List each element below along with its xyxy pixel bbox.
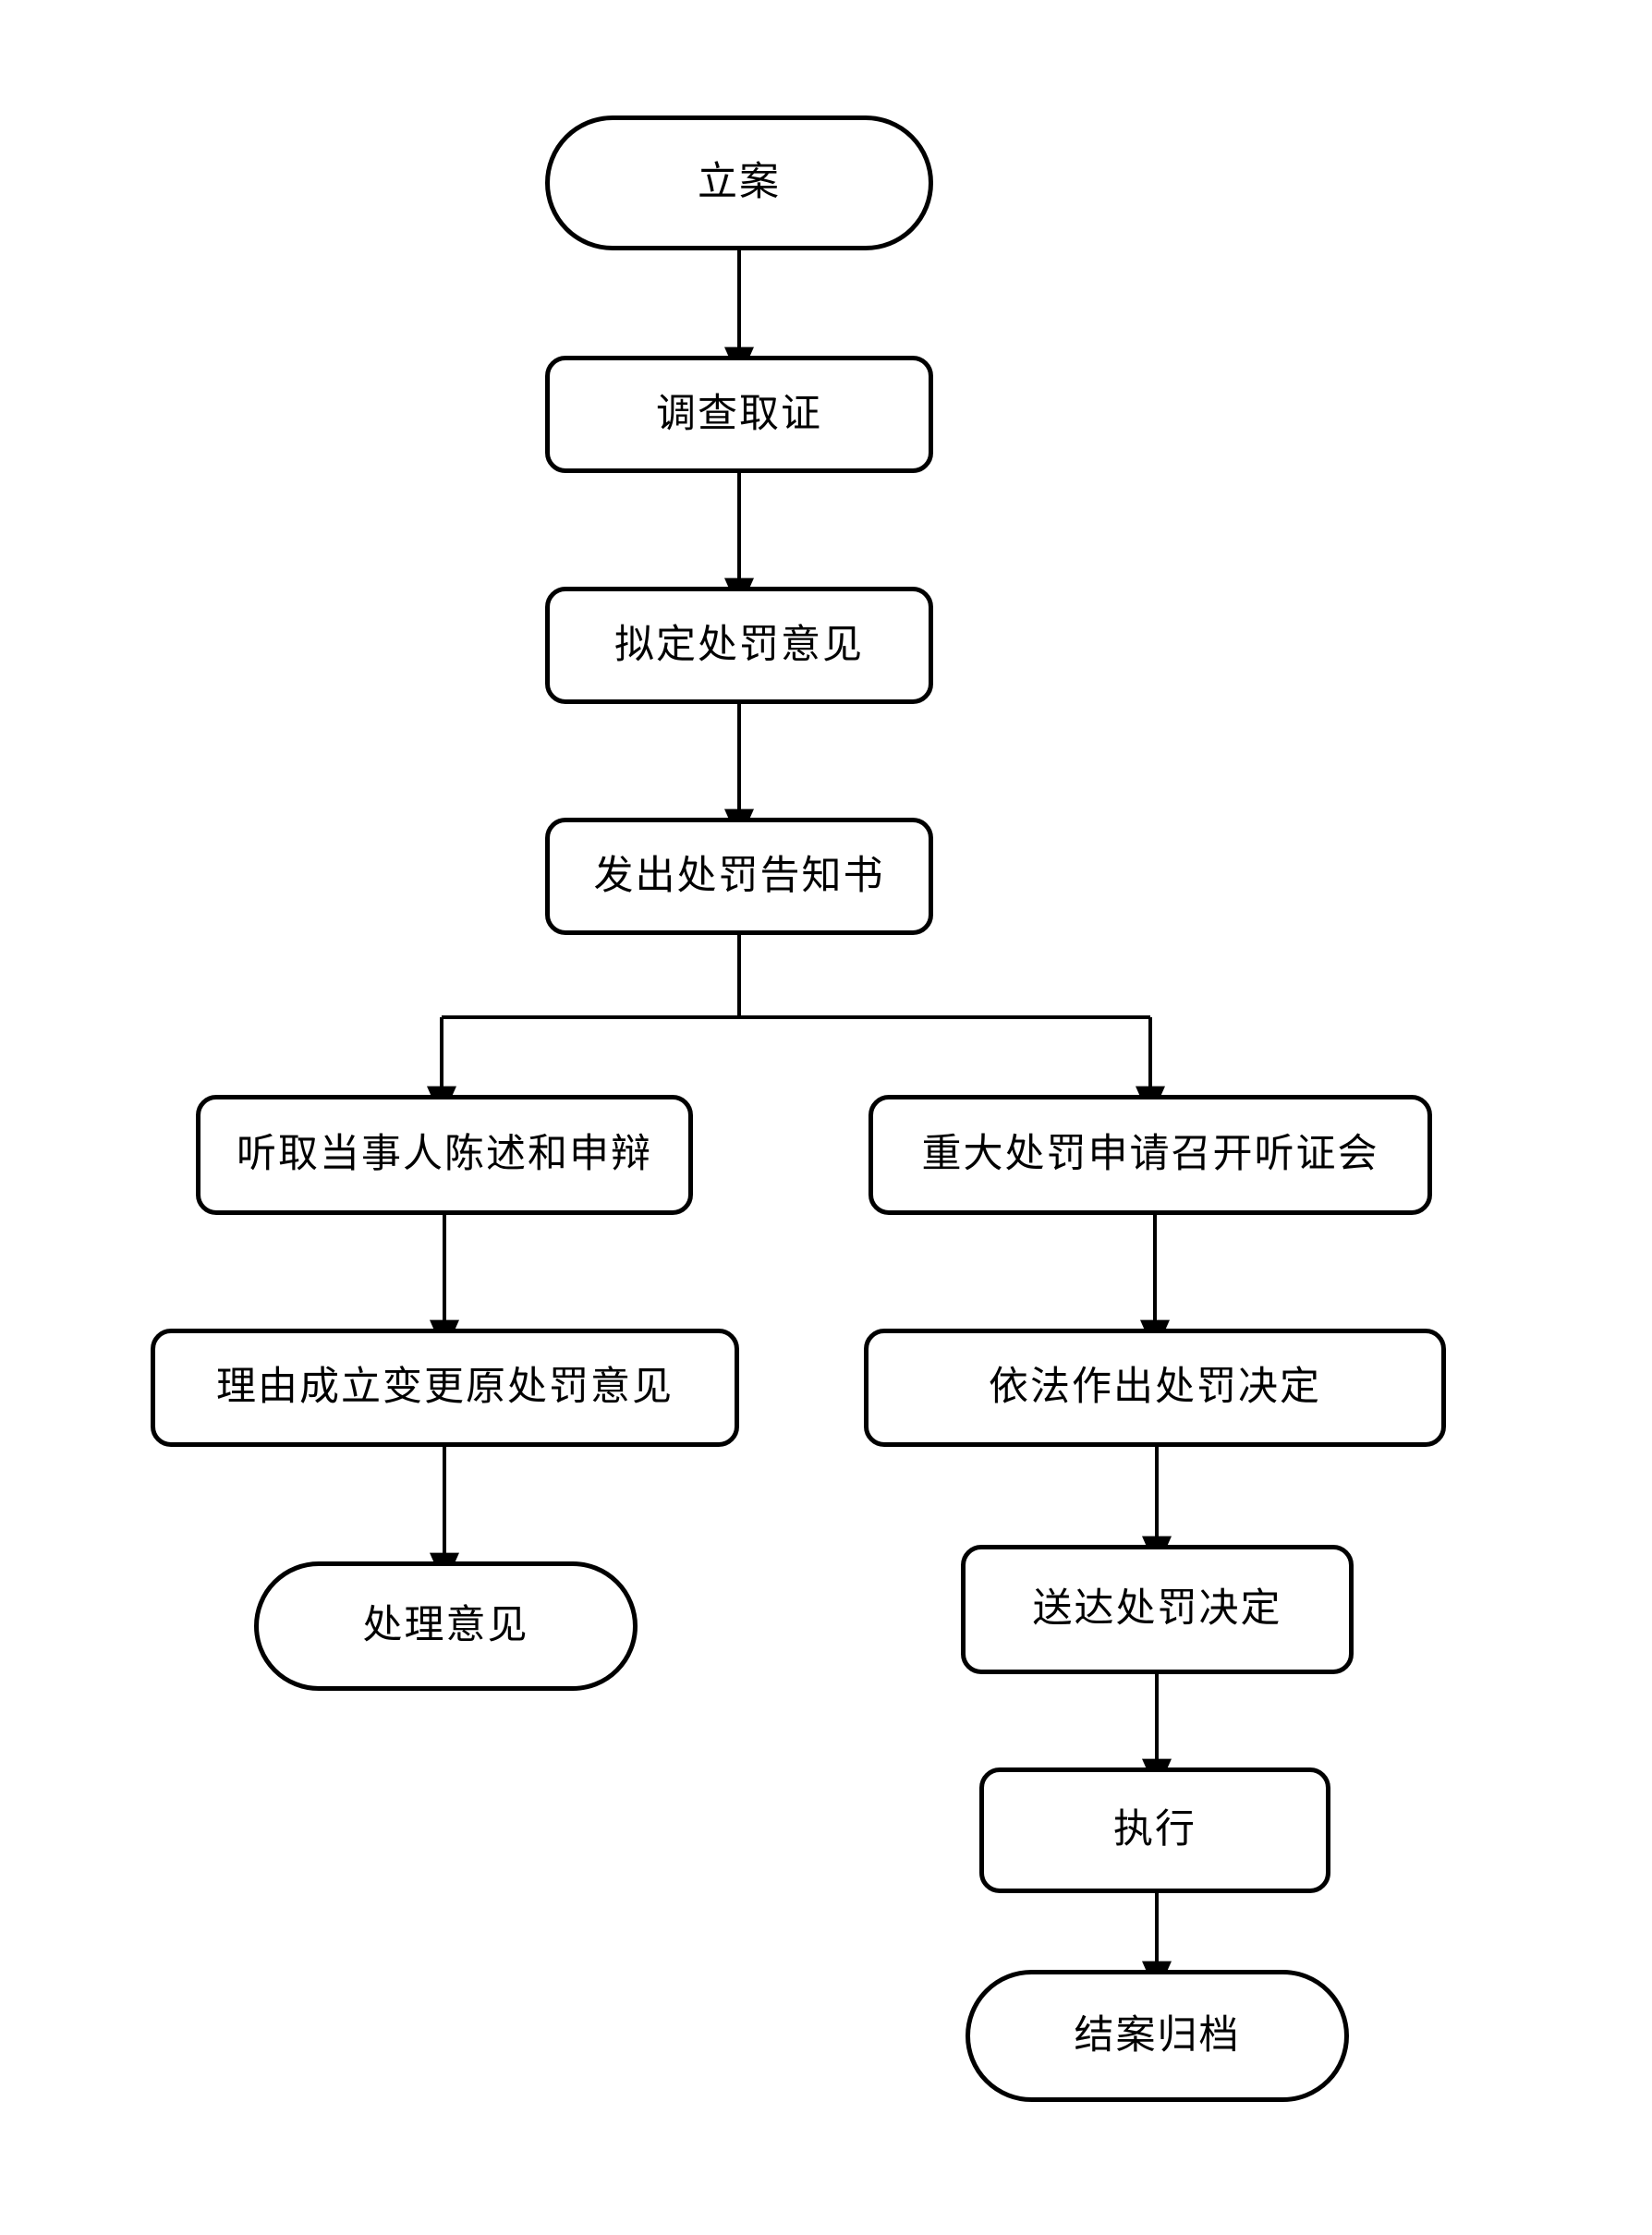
node-label: 重大处罚申请召开听证会 [921, 1133, 1379, 1177]
node-zhi-xing[interactable]: 执行 [979, 1767, 1330, 1893]
node-label: 理由成立变更原处罚意见 [216, 1366, 674, 1410]
node-li-an[interactable]: 立案 [545, 115, 933, 250]
node-label: 立案 [698, 161, 781, 205]
node-li-you-cheng-li-bian-geng-yuan-chu-fa-yi-jian[interactable]: 理由成立变更原处罚意见 [151, 1329, 739, 1447]
node-song-da-chu-fa-jue-ding[interactable]: 送达处罚决定 [961, 1545, 1354, 1674]
node-ting-qu-dang-shi-ren-chen-shu-he-shen-bian[interactable]: 听取当事人陈述和申辩 [196, 1095, 693, 1215]
node-chu-li-yi-jian[interactable]: 处理意见 [254, 1561, 638, 1691]
node-label: 听取当事人陈述和申辩 [237, 1133, 652, 1177]
node-fa-chu-chu-fa-gao-zhi-shu[interactable]: 发出处罚告知书 [545, 818, 933, 935]
node-label: 调查取证 [656, 392, 822, 436]
node-label: 依法作出处罚决定 [989, 1366, 1321, 1410]
node-label: 结案归档 [1074, 2013, 1241, 2058]
node-label: 执行 [1113, 1808, 1196, 1852]
node-label: 拟定处罚意见 [614, 623, 864, 667]
node-zhong-da-chu-fa-shen-qing-zhao-kai-ting-zheng-hui[interactable]: 重大处罚申请召开听证会 [869, 1095, 1432, 1215]
node-ni-ding-chu-fa-yi-jian[interactable]: 拟定处罚意见 [545, 587, 933, 704]
node-label: 处理意见 [362, 1604, 529, 1648]
node-jie-an-gui-dang[interactable]: 结案归档 [966, 1970, 1349, 2102]
node-yi-fa-zuo-chu-chu-fa-jue-ding[interactable]: 依法作出处罚决定 [864, 1329, 1446, 1447]
node-label: 发出处罚告知书 [593, 854, 885, 898]
node-label: 送达处罚决定 [1032, 1587, 1282, 1632]
node-diao-cha-qu-zheng[interactable]: 调查取证 [545, 356, 933, 473]
